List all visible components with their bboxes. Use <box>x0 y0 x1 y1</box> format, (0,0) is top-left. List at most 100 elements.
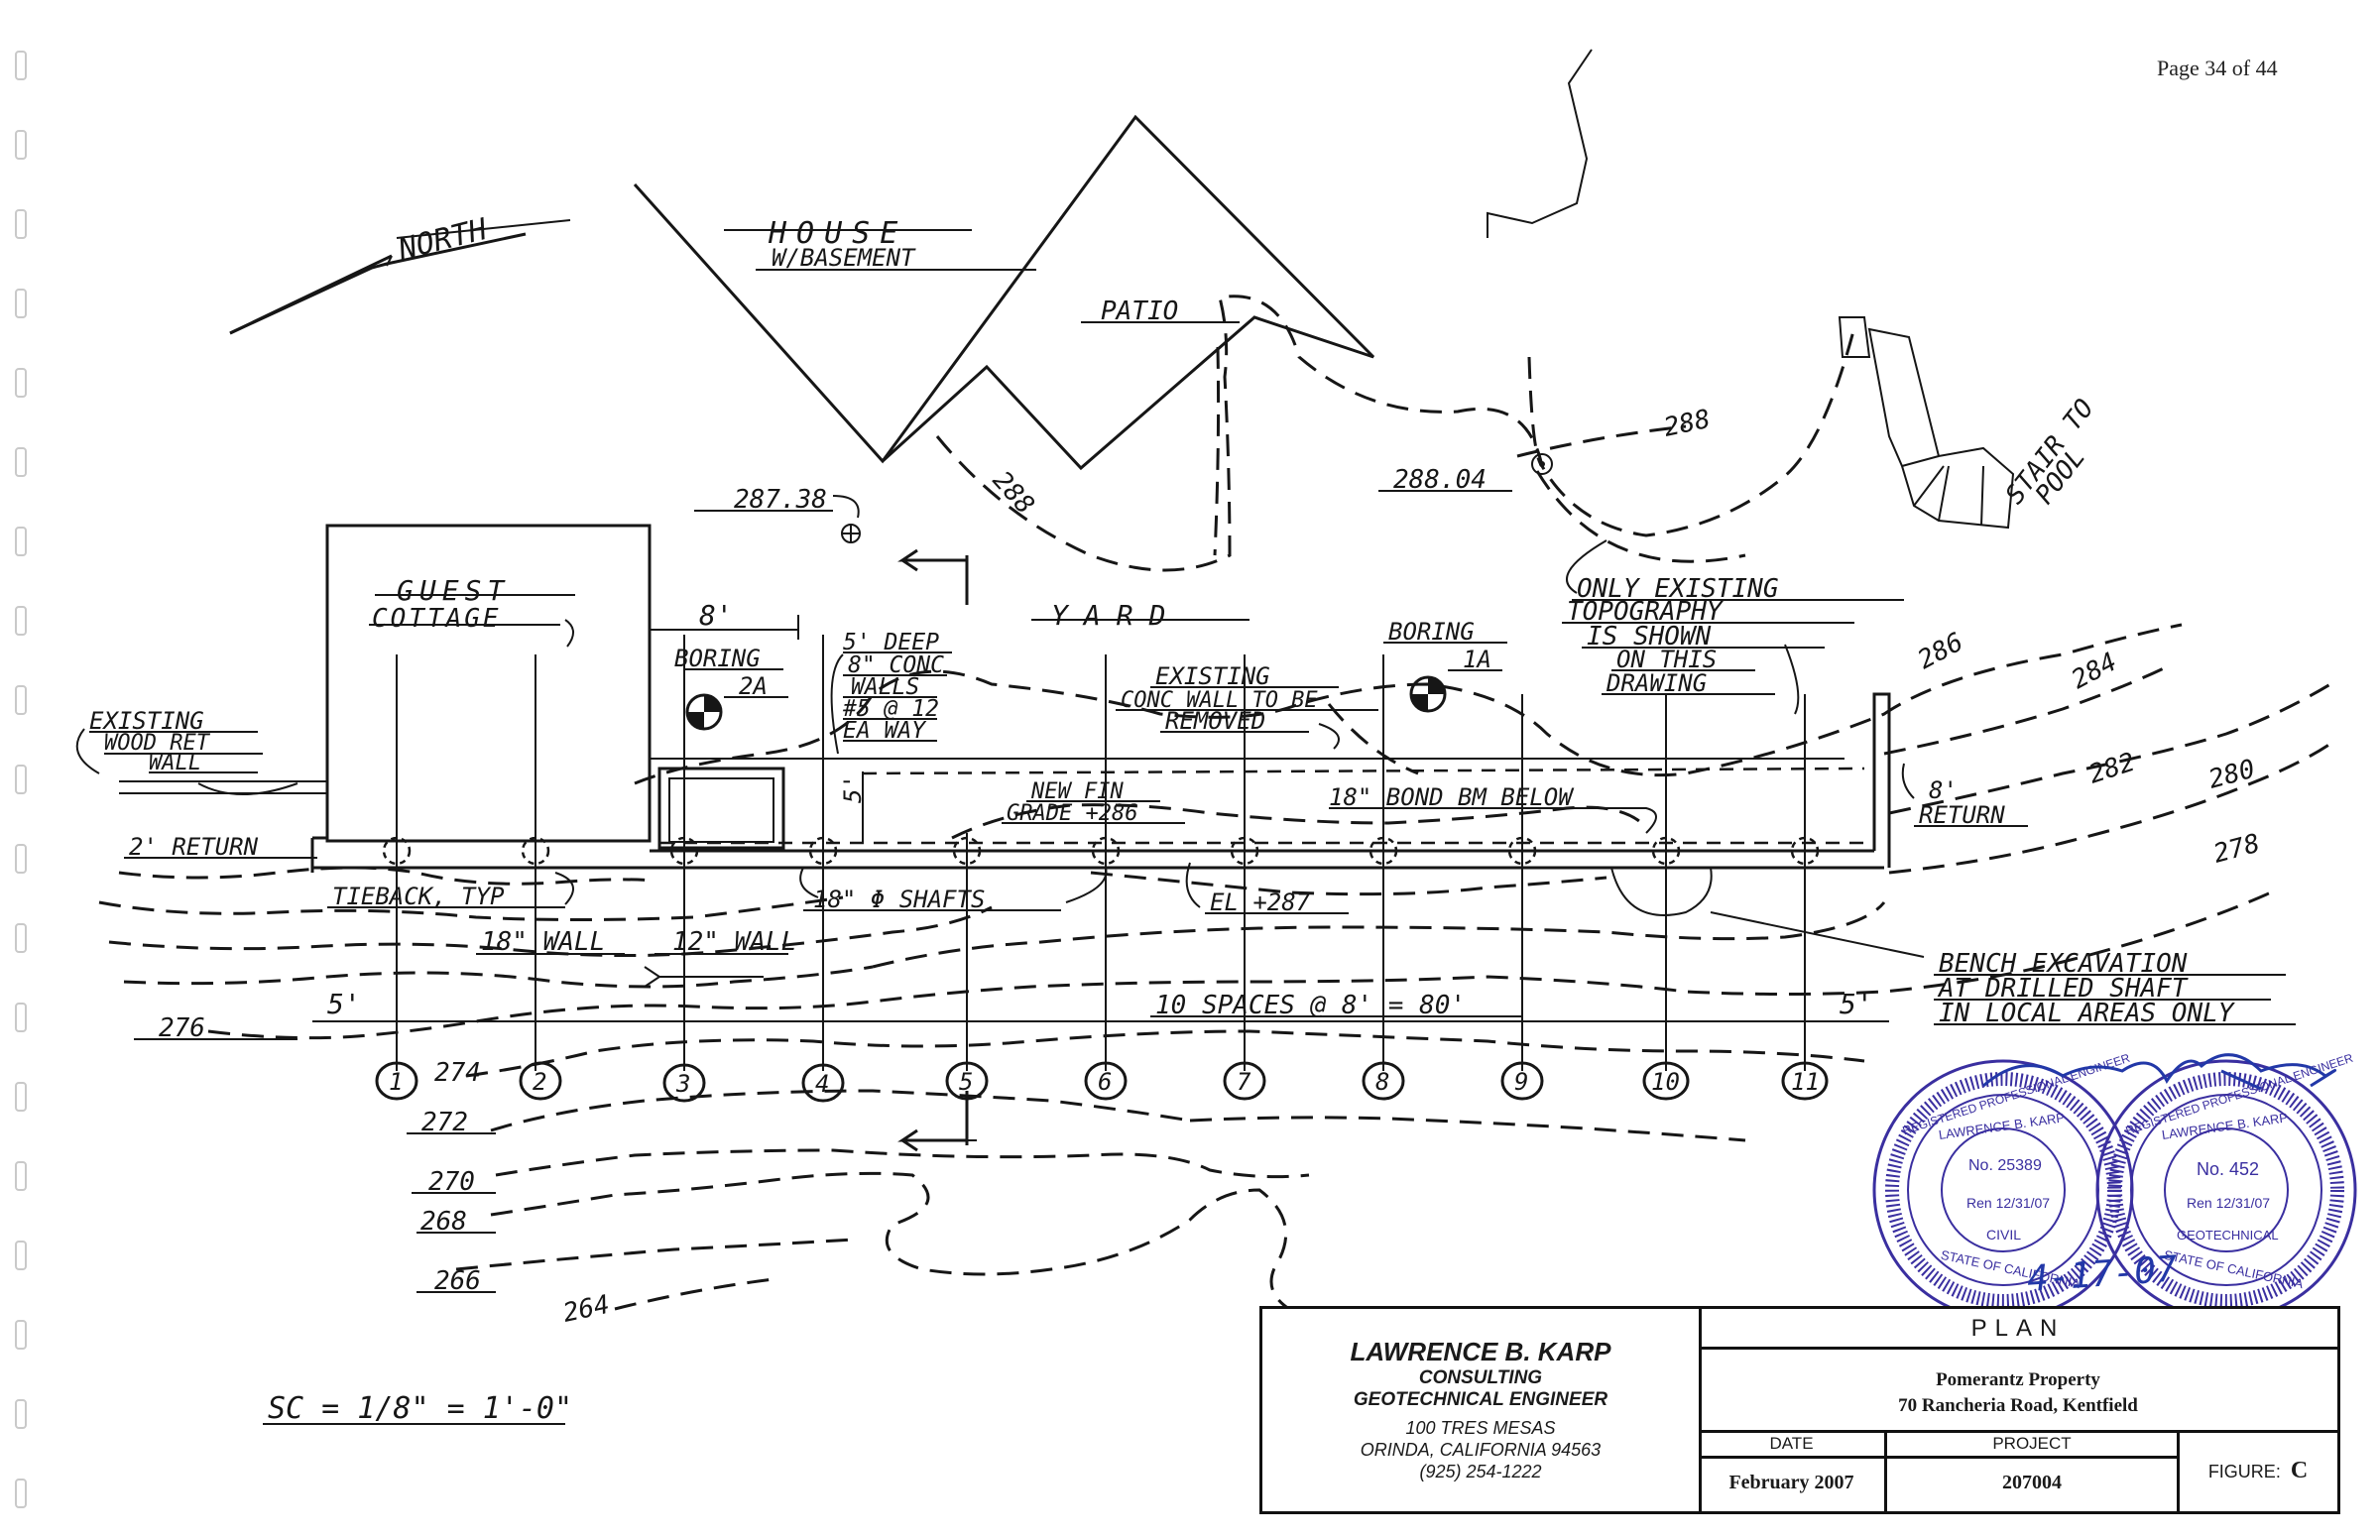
existing-conc-1: EXISTING <box>1155 662 1270 690</box>
project-number: 207004 <box>2002 1472 2062 1493</box>
contour-274: 274 <box>434 1058 481 1088</box>
shaft-11: 11 <box>1791 1068 1820 1096</box>
seal-geo-type: GEOTECHNICAL <box>2177 1228 2279 1243</box>
shaft-number-bubbles: 1 2 3 4 5 6 7 8 9 10 11 <box>375 1061 1829 1103</box>
boring-2a-line1: BORING <box>674 645 761 672</box>
project-label: PROJECT <box>1887 1430 2177 1459</box>
dim-8ft: 8' <box>699 599 733 632</box>
tieback-label: TIEBACK, TYP <box>332 883 505 910</box>
firm-address2: ORINDA, CALIFORNIA 94563 <box>1360 1440 1602 1460</box>
deep-walls-2: 8" CONC <box>848 652 944 678</box>
date-cell: DATE February 2007 <box>1699 1430 1887 1511</box>
wall-18-label: 18" WALL <box>481 927 605 957</box>
guest-cottage: GUEST COTTAGE <box>325 524 652 843</box>
existing-conc-2: CONC WALL TO BE <box>1121 688 1318 713</box>
shaft-10: 10 <box>1651 1068 1680 1096</box>
shaft-2: 2 <box>533 1068 546 1096</box>
patio-label: PATIO <box>1101 296 1178 326</box>
return-8-1: 8' <box>1929 776 1958 804</box>
wood-wall-1: EXISTING <box>89 707 204 735</box>
house-outline: HOUSE W/BASEMENT PATIO <box>633 114 1375 471</box>
shaft-6: 6 <box>1098 1068 1112 1096</box>
bond-bm-label: 18" BOND BM BELOW <box>1329 783 1575 811</box>
shaft-4: 4 <box>815 1070 829 1098</box>
binder-holes <box>15 51 27 1508</box>
deep-walls-5: EA WAY <box>843 718 927 744</box>
contour-286: 286 <box>1913 628 1968 676</box>
spot-elev-2: 288.04 <box>1393 465 1487 495</box>
new-fin-1: NEW FIN <box>1030 779 1124 804</box>
firm-address1: 100 TRES MESAS <box>1405 1418 1556 1438</box>
scale-note: SC = 1/8" = 1'-0" <box>263 1391 572 1426</box>
house-label: HOUSE <box>768 216 907 251</box>
seal-geo-ren: Ren 12/31/07 <box>2187 1195 2270 1211</box>
project-cell: PROJECT 207004 <box>1887 1430 2180 1511</box>
contour-282: 282 <box>2085 748 2139 790</box>
boring-1a: BORING 1A <box>1383 618 1507 713</box>
figure-label: FIGURE: <box>2207 1462 2281 1481</box>
section-arrows <box>897 548 969 1152</box>
deep-walls-4: #5 @ 12 <box>842 696 939 722</box>
guest-label: GUEST <box>397 574 510 607</box>
wood-wall-2: WOOD RET <box>104 731 211 756</box>
seal-geo-number: No. 452 <box>2197 1159 2259 1179</box>
project-name: Pomerantz Property <box>1936 1369 2100 1390</box>
callouts: YARD 5' DEEP 8" CONC WALLS #5 @ 12 EA WA… <box>124 539 2296 1028</box>
firm-line2: GEOTECHNICAL ENGINEER <box>1353 1389 1608 1410</box>
firm-info: LAWRENCE B. KARP CONSULTING GEOTECHNICAL… <box>1262 1309 1702 1511</box>
date-label: DATE <box>1699 1430 1884 1459</box>
sheet-meta-row: DATE February 2007 PROJECT 207004 FIGURE… <box>1699 1430 2337 1511</box>
contour-284: 284 <box>2067 648 2122 696</box>
seal-civil-type: CIVIL <box>1986 1227 2021 1243</box>
return-8-2: RETURN <box>1919 801 2005 829</box>
el-label: EL +287 <box>1210 888 1311 916</box>
sheet-info: PLAN Pomerantz Property 70 Rancheria Roa… <box>1699 1309 2337 1511</box>
north-label: NORTH <box>394 212 491 268</box>
spot-elevations: 287.38 288.04 <box>694 453 1553 543</box>
shaft-7: 7 <box>1237 1068 1251 1096</box>
contour-278: 278 <box>2210 829 2263 870</box>
stair-to-pool: STAIR TO POOL <box>1838 316 2100 530</box>
firm-line1: CONSULTING <box>1418 1367 1543 1388</box>
two-ft-return: 2' RETURN <box>129 833 259 861</box>
drilled-shafts <box>382 635 1820 1071</box>
signature-date: 4-17-07 <box>2026 1248 2180 1300</box>
shaft-5: 5 <box>959 1068 973 1096</box>
project-info: Pomerantz Property 70 Rancheria Road, Ke… <box>1699 1350 2337 1433</box>
shaft-8: 8 <box>1375 1068 1389 1096</box>
wall-12-label: 12" WALL <box>672 927 796 957</box>
new-fin-2: GRADE +286 <box>1007 801 1137 826</box>
scale-label: SC = 1/8" = 1'-0" <box>268 1391 572 1426</box>
deep-walls-3: WALLS <box>851 674 919 700</box>
spot-elev-1: 287.38 <box>734 485 827 515</box>
only-existing-4: ON THIS <box>1616 646 1717 673</box>
dim-5ft-left: 5' <box>327 988 361 1020</box>
only-existing-5: DRAWING <box>1606 669 1707 697</box>
boring-1a-line1: BORING <box>1388 618 1475 646</box>
contour-264: 264 <box>560 1290 612 1329</box>
boring-2a: BORING 2A <box>674 645 788 731</box>
seal-civil-ren: Ren 12/31/07 <box>1966 1195 2050 1211</box>
retaining-wall <box>310 692 1891 873</box>
figure-cell: FIGURE: C <box>2179 1430 2337 1511</box>
existing-conc-3: REMOVED <box>1165 707 1265 735</box>
sheet-title: PLAN <box>1699 1309 2337 1350</box>
yard-label: YARD <box>1051 599 1181 632</box>
contour-288-a: 288 <box>1661 405 1713 443</box>
engineer-signature: 4-17-07 <box>1982 1053 2337 1300</box>
dimensions: 8' 5' 5' 10 SPACES @ 8' = 80' 5' <box>312 559 1889 1141</box>
wood-wall-3: WALL <box>149 751 201 775</box>
north-arrow: NORTH <box>229 212 571 335</box>
contour-lines <box>98 295 2331 1311</box>
firm-name: LAWRENCE B. KARP <box>1350 1337 1611 1366</box>
shaft-3: 3 <box>675 1070 690 1098</box>
seal-civil-number: No. 25389 <box>1968 1157 2042 1174</box>
existing-wood-wall: EXISTING WOOD RET WALL <box>75 707 327 795</box>
deep-walls-1: 5' DEEP <box>843 630 939 655</box>
cottage-label: COTTAGE <box>372 604 502 634</box>
contour-288-b: 288 <box>987 466 1040 521</box>
figure-value: C <box>2290 1458 2309 1483</box>
shaft-1: 1 <box>389 1068 403 1096</box>
contour-280: 280 <box>2205 755 2258 795</box>
